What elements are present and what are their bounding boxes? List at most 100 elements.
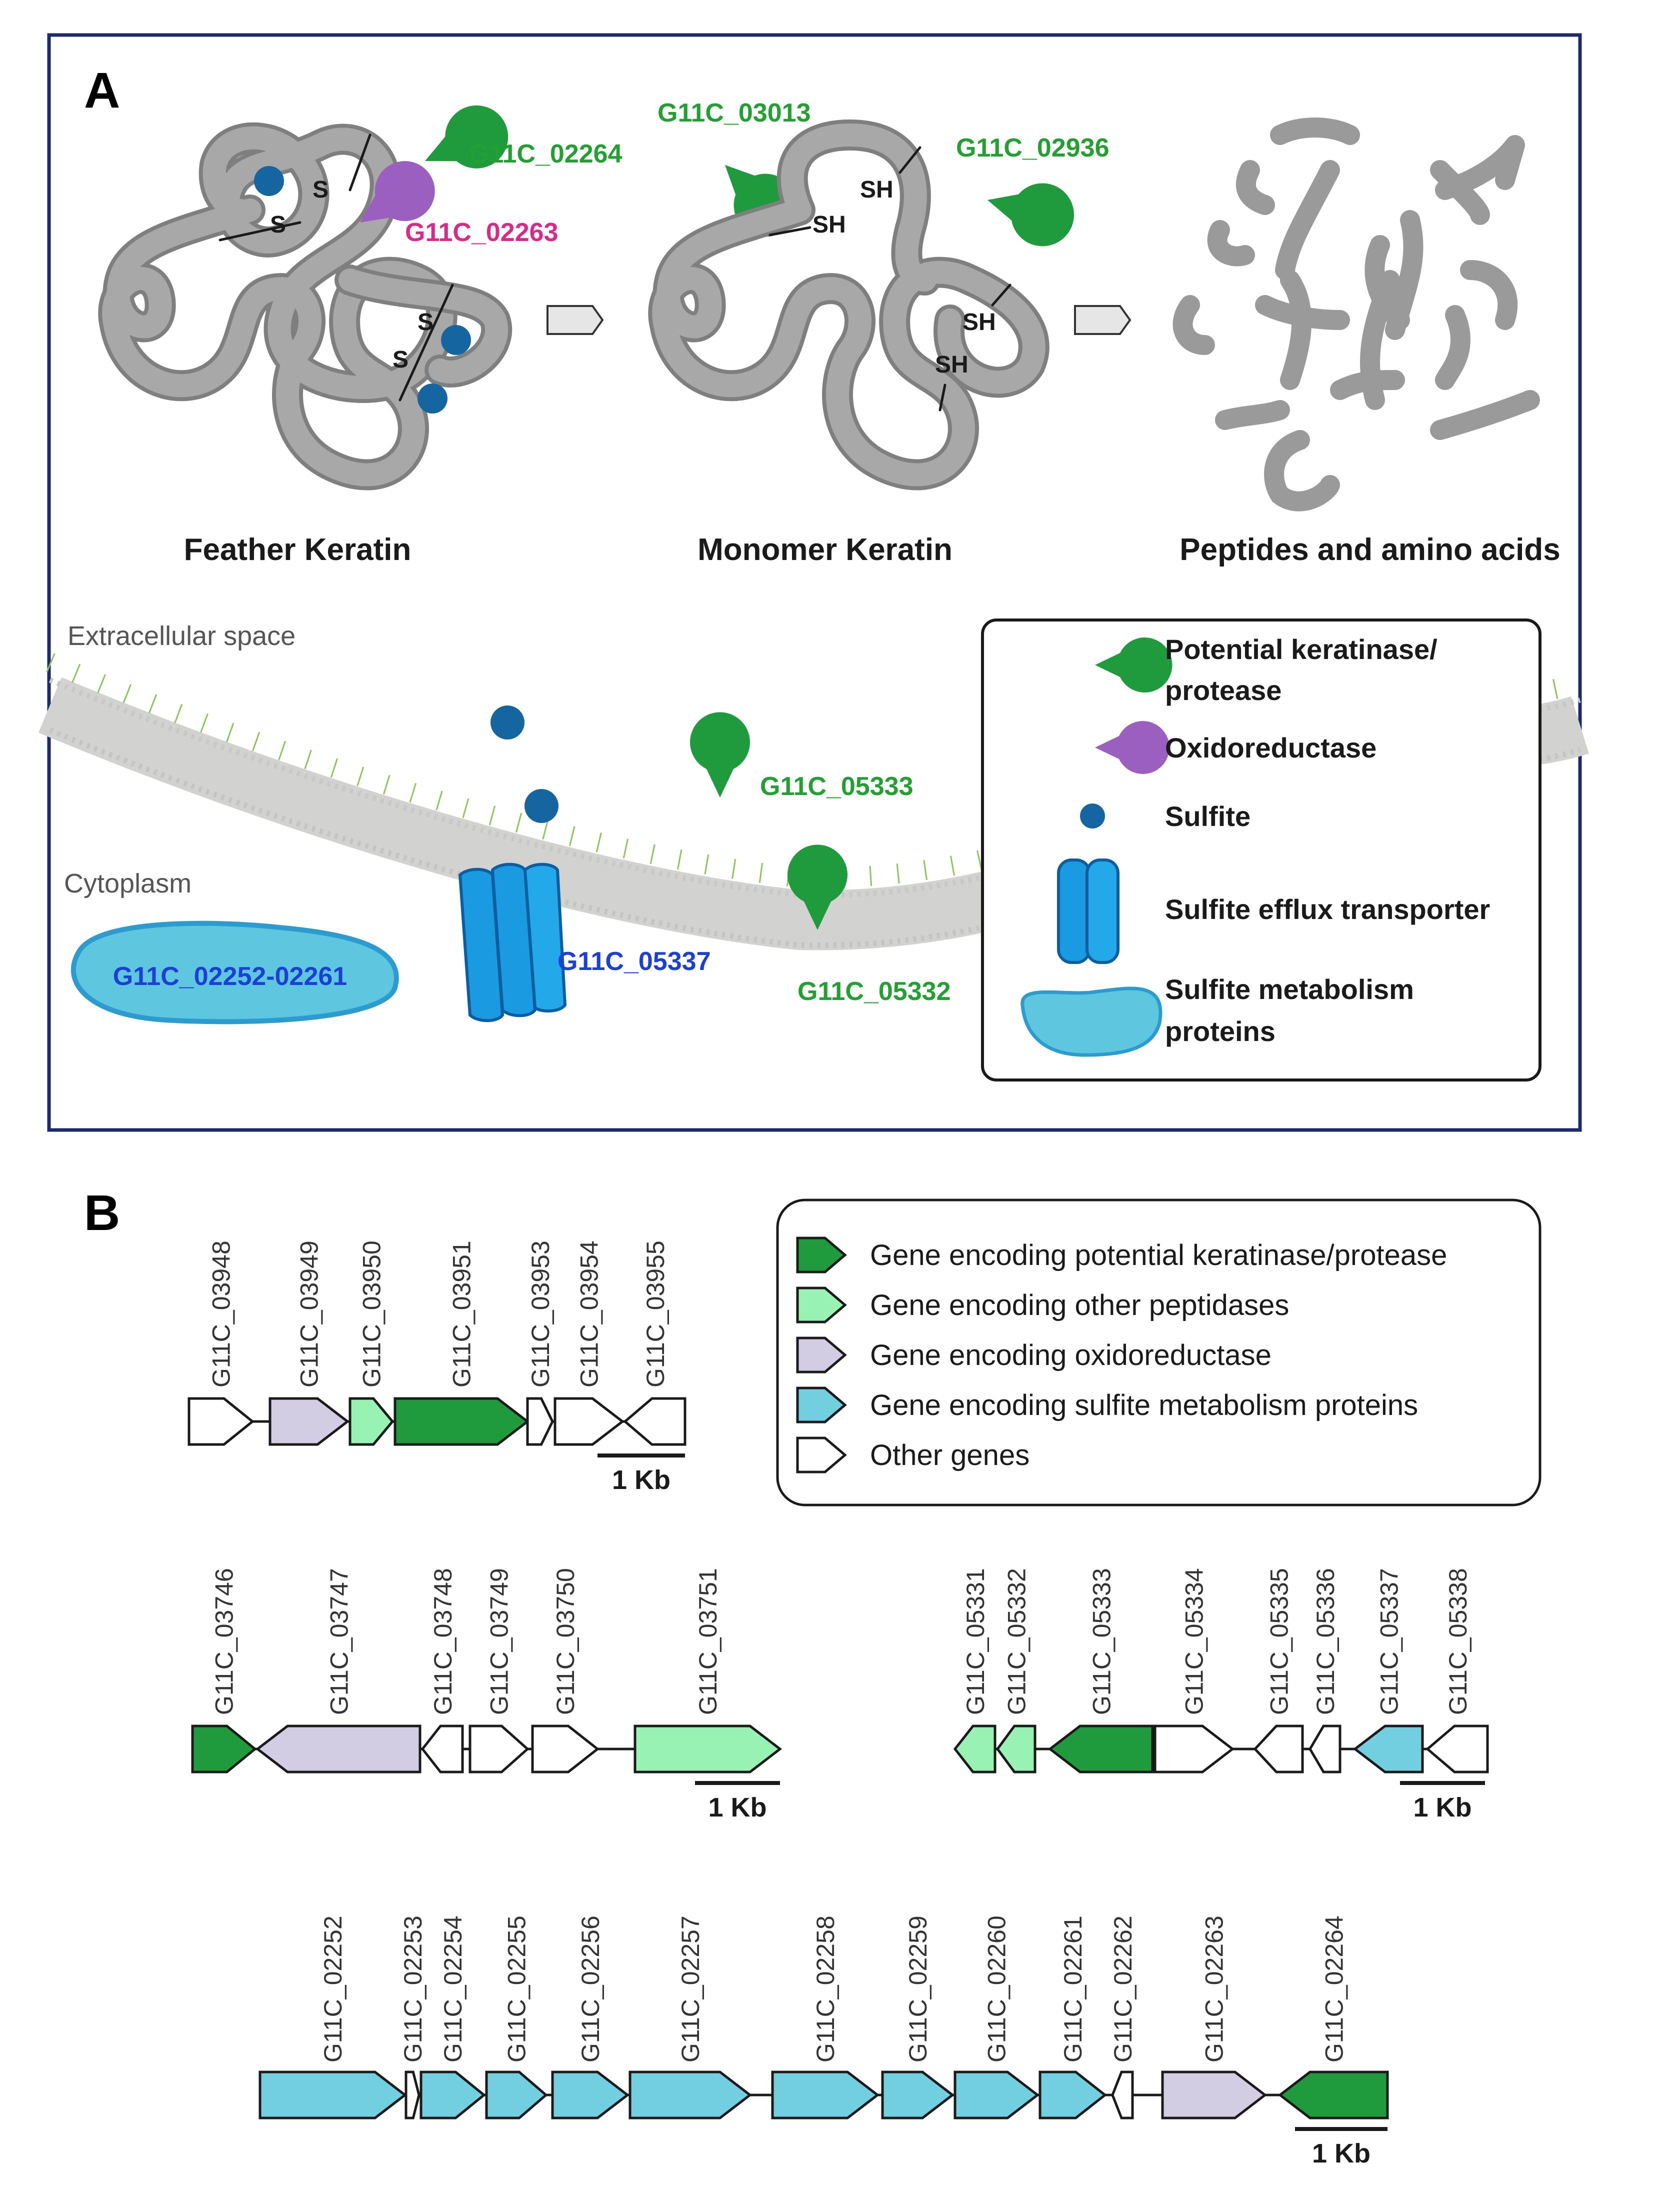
process-arrow-icon bbox=[1074, 305, 1132, 335]
gene-arrow bbox=[348, 1397, 394, 1446]
thiol-sh: SH bbox=[860, 176, 894, 203]
scale-bar-label: 1 Kb bbox=[708, 1792, 766, 1822]
gene-label: G11C_05336 bbox=[1312, 1568, 1340, 1715]
gene-arrow bbox=[485, 2070, 548, 2120]
keratinase-icon bbox=[788, 844, 848, 930]
sulfite-dot bbox=[254, 166, 284, 196]
enzyme-label-05332: G11C_05332 bbox=[798, 977, 951, 1006]
gene-label: G11C_05337 bbox=[1376, 1568, 1404, 1715]
extracellular-label: Extracellular space bbox=[68, 621, 296, 651]
gene-label: G11C_03749 bbox=[486, 1568, 514, 1715]
gene-arrow bbox=[1253, 1724, 1304, 1774]
legend-swatch-oxidoreductase bbox=[796, 1336, 847, 1374]
gene-legend-box bbox=[776, 1198, 1542, 1506]
gene-arrow bbox=[191, 1724, 257, 1774]
legend-keratinase-line1: Potential keratinase/ bbox=[1165, 634, 1438, 665]
scale-bar-label: 1 Kb bbox=[1413, 1792, 1472, 1822]
oxidoreductase-icon bbox=[1095, 721, 1170, 774]
gene-label: G11C_02260 bbox=[983, 1916, 1011, 2062]
process-arrows bbox=[546, 305, 1132, 335]
legend-label-oxidoreductase: Gene encoding oxidoreductase bbox=[870, 1339, 1272, 1372]
keratinase-icon bbox=[690, 712, 750, 798]
enzyme-label-02263: G11C_02263 bbox=[405, 218, 558, 247]
disulfide-labels: S S S S bbox=[270, 176, 434, 373]
process-arrow-icon bbox=[546, 305, 604, 335]
gene-arrow bbox=[953, 1724, 996, 1774]
gene-arrow bbox=[404, 2070, 420, 2120]
legend-transporter: Sulfite efflux transporter bbox=[1165, 894, 1490, 925]
gene-arrow bbox=[1352, 1724, 1424, 1774]
gene-label: G11C_05335 bbox=[1266, 1568, 1294, 1715]
panel-b-label: B bbox=[84, 1185, 120, 1241]
scale-bar-label: 1 Kb bbox=[1312, 2138, 1370, 2168]
legend-swatch-other bbox=[796, 1436, 847, 1474]
sulfite-dot bbox=[524, 789, 558, 823]
gene-label: G11C_02261 bbox=[1059, 1916, 1087, 2062]
monomer-keratin-illustration bbox=[648, 120, 1050, 490]
legend-label-sulfite: Gene encoding sulfite metabolism protein… bbox=[870, 1389, 1418, 1422]
sulfite-metabolism-label: G11C_02252-02261 bbox=[113, 962, 347, 991]
legend-swatch-sulfite bbox=[796, 1386, 847, 1424]
gene-label: G11C_05338 bbox=[1444, 1568, 1472, 1715]
gene-arrow bbox=[1038, 2070, 1108, 2120]
gene-arrow bbox=[420, 1724, 464, 1774]
legend-swatch-peptidase bbox=[796, 1286, 847, 1324]
disulfide-s: S bbox=[392, 346, 408, 373]
gene-arrow bbox=[771, 2070, 880, 2120]
gene-arrow bbox=[420, 2070, 486, 2120]
gene-arrow bbox=[554, 1397, 625, 1446]
legend-keratinase-line2: protease bbox=[1165, 674, 1282, 706]
gene-label: G11C_03750 bbox=[552, 1568, 580, 1715]
gene-arrow bbox=[881, 2070, 955, 2120]
gene-label: G11C_03950 bbox=[358, 1240, 386, 1388]
peptide-fragments-illustration bbox=[1172, 118, 1540, 512]
membrane-enzyme-labels: G11C_05333 G11C_05332 bbox=[760, 772, 951, 1006]
gene-arrow bbox=[1161, 2070, 1268, 2120]
gene-legend: Gene encoding potential keratinase/prote… bbox=[776, 1198, 1542, 1506]
gene-label: G11C_03954 bbox=[576, 1240, 604, 1388]
gene-label: G11C_03751 bbox=[694, 1568, 722, 1715]
gene-label: G11C_02264 bbox=[1320, 1916, 1348, 2062]
gene-label: G11C_03948 bbox=[208, 1240, 236, 1388]
gene-arrow bbox=[623, 1397, 686, 1446]
gene-arrow bbox=[954, 2070, 1040, 2120]
sulfite-metabolism-blob: G11C_02252-02261 bbox=[70, 920, 399, 1024]
gene-label: G11C_02262 bbox=[1109, 1916, 1137, 2062]
gene-label: G11C_02258 bbox=[812, 1916, 840, 2062]
legend-label-other: Other genes bbox=[870, 1439, 1030, 1472]
gene-arrow bbox=[258, 2070, 408, 2120]
panel-a-legend: Potential keratinase/ protease Oxidoredu… bbox=[981, 618, 1542, 1082]
gene-label: G11C_02256 bbox=[576, 1916, 604, 2062]
enzyme-label-02936: G11C_02936 bbox=[956, 134, 1110, 162]
thiol-sh: SH bbox=[935, 352, 968, 378]
stage-peptides: Peptides and amino acids bbox=[1180, 532, 1560, 567]
sulfite-dot bbox=[441, 325, 471, 355]
gene-label: G11C_03953 bbox=[526, 1240, 554, 1388]
sulfite-icon bbox=[1080, 804, 1105, 828]
gene-label: G11C_02254 bbox=[439, 1916, 467, 2062]
transporter-label: G11C_05337 bbox=[558, 947, 711, 976]
sulfite-dot bbox=[418, 384, 448, 414]
enzyme-label-03013: G11C_03013 bbox=[658, 98, 811, 128]
gene-label: G11C_03951 bbox=[448, 1240, 476, 1388]
enzyme-label-02264: G11C_02264 bbox=[469, 140, 622, 168]
gene-label: G11C_03748 bbox=[429, 1568, 457, 1715]
gene-arrow bbox=[526, 1397, 554, 1446]
gene-arrow bbox=[628, 2070, 752, 2120]
metabolism-icon bbox=[1020, 986, 1162, 1057]
gene-arrow bbox=[268, 1397, 350, 1446]
gene-label: G11C_05334 bbox=[1180, 1568, 1208, 1715]
gene-arrow bbox=[531, 1724, 600, 1774]
sulfite-efflux-transporter bbox=[458, 862, 567, 1022]
legend-metabolism-line1: Sulfite metabolism bbox=[1165, 974, 1414, 1005]
stage-labels: Feather Keratin Monomer Keratin Peptides… bbox=[184, 532, 1560, 567]
legend-metabolism-line2: proteins bbox=[1165, 1016, 1276, 1047]
gene-arrow bbox=[1426, 1724, 1489, 1774]
gene-label: G11C_05332 bbox=[1003, 1568, 1031, 1715]
gene-label: G11C_05333 bbox=[1088, 1568, 1116, 1715]
panel-a-label: A bbox=[84, 62, 120, 118]
